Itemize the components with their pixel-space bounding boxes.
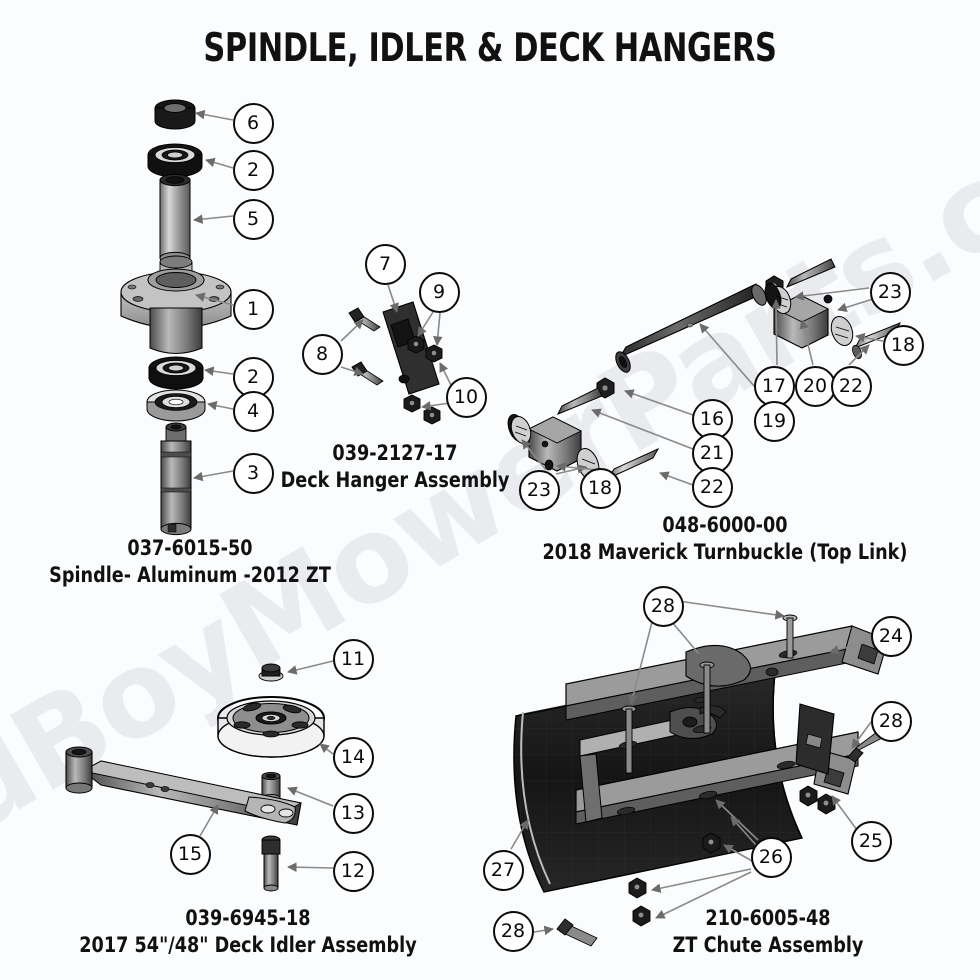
callout-zt-chute-nut-26[interactable]: 26 bbox=[750, 836, 792, 878]
callout-turnbuckle-sleeve-18[interactable]: 18 bbox=[882, 324, 924, 366]
cap-spindle-part-number: 037-6015-50 bbox=[127, 536, 253, 560]
callout-deck-idler-idler-arm-15[interactable]: 15 bbox=[169, 833, 211, 875]
callout-zt-chute-bracket-25[interactable]: 25 bbox=[850, 820, 892, 862]
cap-turnbuckle-name: 2018 Maverick Turnbuckle (Top Link) bbox=[542, 539, 908, 564]
callout-turnbuckle-sleeve-18[interactable]: 18 bbox=[579, 467, 621, 509]
callout-deck-idler-flange-nut-11[interactable]: 11 bbox=[332, 638, 374, 680]
cap-chute-name: ZT Chute Assembly bbox=[672, 932, 864, 957]
turnbuckle-art bbox=[507, 258, 902, 489]
cap-hanger-name: Deck Hanger Assembly bbox=[280, 467, 510, 492]
cap-chute-part-number: 210-6005-48 bbox=[705, 906, 831, 930]
callout-spindle-spacer-tube-5[interactable]: 5 bbox=[232, 198, 274, 240]
callout-spindle-housing-1[interactable]: 1 bbox=[232, 288, 274, 330]
callout-deck-hanger-nut-10[interactable]: 10 bbox=[445, 376, 487, 418]
callout-deck-idler-spacer-13[interactable]: 13 bbox=[332, 792, 374, 834]
callout-turnbuckle-rod-end-20[interactable]: 20 bbox=[794, 365, 836, 407]
callout-zt-chute-bolt-28[interactable]: 28 bbox=[492, 910, 534, 952]
callout-spindle-washer-4[interactable]: 4 bbox=[232, 390, 274, 432]
callout-zt-chute-bolt-28[interactable]: 28 bbox=[642, 585, 684, 627]
spindle-art bbox=[120, 99, 232, 536]
callout-turnbuckle-jam-nut-23[interactable]: 23 bbox=[869, 271, 911, 313]
callout-spindle-shaft-3[interactable]: 3 bbox=[232, 452, 274, 494]
callout-spindle-cap-6[interactable]: 6 bbox=[232, 102, 274, 144]
callout-zt-chute-bolt-28[interactable]: 28 bbox=[870, 700, 912, 742]
callout-turnbuckle-jam-nut-23[interactable]: 23 bbox=[518, 469, 560, 511]
cap-idler-part-number: 039-6945-18 bbox=[185, 906, 311, 930]
callout-deck-idler-bolt-12[interactable]: 12 bbox=[332, 850, 374, 892]
callout-deck-idler-idler-pulley-14[interactable]: 14 bbox=[332, 736, 374, 778]
cap-hanger-part-number: 039-2127-17 bbox=[332, 441, 458, 465]
callout-turnbuckle-bushing-22[interactable]: 22 bbox=[691, 466, 733, 508]
callout-zt-chute-chute-body-27[interactable]: 27 bbox=[482, 849, 524, 891]
cap-spindle-name: Spindle- Aluminum -2012 ZT bbox=[49, 562, 331, 587]
callout-deck-hanger-hanger-plate-7[interactable]: 7 bbox=[364, 243, 406, 285]
zt-chute-art bbox=[513, 614, 889, 947]
page-title: SPINDLE, IDLER & DECK HANGERS bbox=[203, 26, 777, 71]
deck-idler-art bbox=[65, 663, 325, 892]
cap-idler-name: 2017 54"/48" Deck Idler Assembly bbox=[79, 932, 417, 957]
callout-turnbuckle-bushing-22[interactable]: 22 bbox=[830, 365, 872, 407]
callout-spindle-bearing-upper-2[interactable]: 2 bbox=[232, 149, 274, 191]
callout-deck-hanger-nut-9[interactable]: 9 bbox=[418, 271, 460, 313]
callout-turnbuckle-tube-19[interactable]: 19 bbox=[753, 400, 795, 442]
callout-deck-hanger-bolt-8[interactable]: 8 bbox=[301, 333, 343, 375]
callout-zt-chute-bracket-24[interactable]: 24 bbox=[870, 615, 912, 657]
cap-turnbuckle-part-number: 048-6000-00 bbox=[662, 513, 788, 537]
